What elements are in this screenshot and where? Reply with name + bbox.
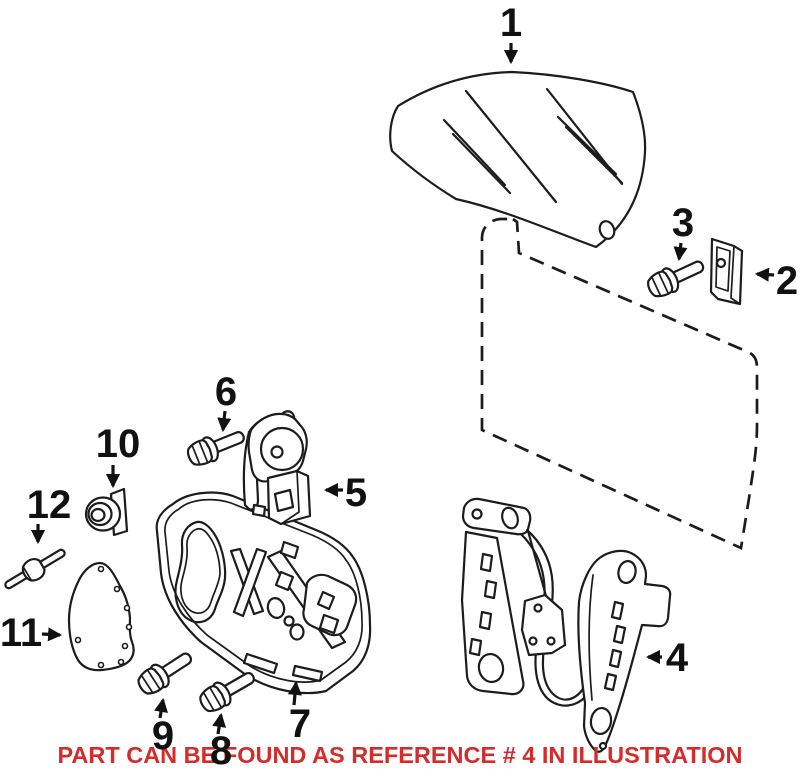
callout-11-arrow xyxy=(41,627,63,642)
callout-3-label: 3 xyxy=(672,201,694,245)
callout-11-label: 11 xyxy=(0,611,42,655)
reference-caption: PART CAN BE FOUND AS REFERENCE # 4 IN IL… xyxy=(57,742,742,768)
callout-9-arrow xyxy=(154,697,168,719)
callout-7-arrow xyxy=(287,680,302,706)
callout-6-arrow xyxy=(217,410,232,433)
regulator-right-rail xyxy=(577,549,672,753)
callout-12-label: 12 xyxy=(27,483,72,527)
callout-10-label: 10 xyxy=(96,422,141,466)
rivet-pin xyxy=(4,548,66,590)
callout-4-label: 4 xyxy=(666,636,689,680)
bolt-8 xyxy=(195,664,261,718)
access-cover-gasket xyxy=(67,561,135,672)
glass-hatch-lines xyxy=(442,87,624,204)
regulator-motor-mount xyxy=(520,593,567,657)
callout-9-label: 9 xyxy=(152,714,174,758)
glass-mounting-hole xyxy=(598,220,616,240)
bolt-3 xyxy=(643,252,709,302)
callout-8-label: 8 xyxy=(210,729,232,773)
window-regulator xyxy=(460,497,672,753)
callout-7-label: 7 xyxy=(289,702,311,746)
callout-2-label: 2 xyxy=(776,259,798,303)
callout-2-arrow xyxy=(754,267,775,282)
grommet xyxy=(84,487,129,537)
door-panel-dashed-outline xyxy=(480,217,759,550)
callout-8-arrow xyxy=(212,712,227,735)
callout-5-label: 5 xyxy=(345,471,367,515)
panel-left-cutout xyxy=(174,520,227,624)
callout-1-label: 1 xyxy=(500,1,522,45)
carrier-panel xyxy=(155,491,372,695)
bolt-9 xyxy=(133,644,198,700)
glass-guide-clip xyxy=(709,237,744,306)
callout-6-label: 6 xyxy=(215,370,237,414)
window-motor xyxy=(242,410,312,526)
bolt-6 xyxy=(183,423,250,471)
callout-3-arrow xyxy=(673,242,688,262)
window-glass xyxy=(389,70,647,249)
callout-arrows xyxy=(30,43,775,735)
